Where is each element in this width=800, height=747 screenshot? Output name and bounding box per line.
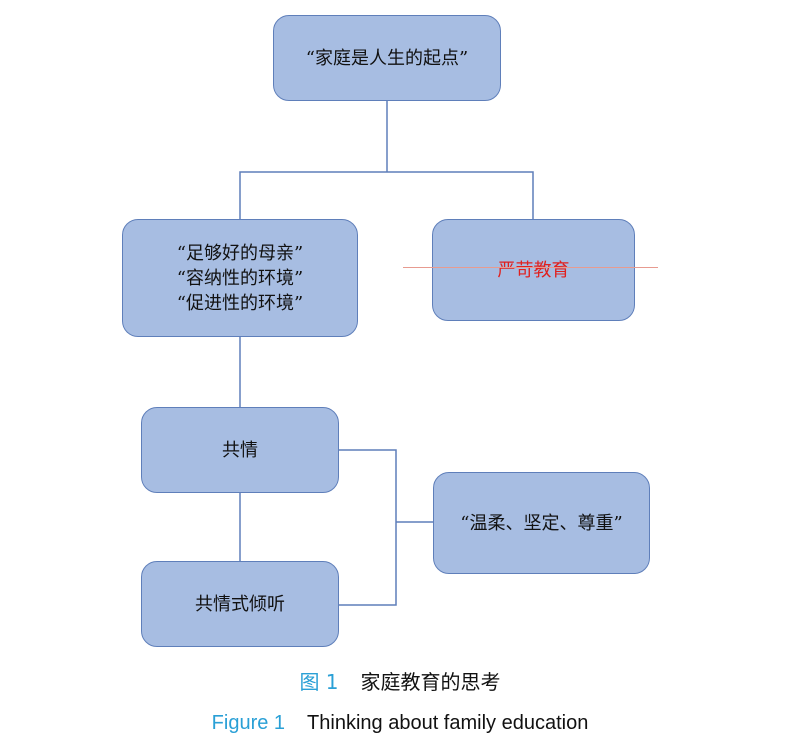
figure-caption-english: Figure 1 Thinking about family education [0,712,800,735]
node-line: 严苛教育 [497,259,570,281]
figure-title-chinese: 家庭教育的思考 [360,670,501,694]
node-strict-education-text: 严苛教育 [498,258,570,283]
figure-title-english: Thinking about family education [307,712,589,734]
node-good-enough-mother-text: “足够好的母亲” “容纳性的环境” “促进性的环境” [177,241,303,316]
node-line: “温柔、坚定、尊重” [460,512,623,534]
node-empathy-text: 共情 [222,438,258,463]
node-empathic-listening: 共情式倾听 [141,561,339,647]
node-line: 共情 [222,439,258,461]
node-family-starting-point-text: “家庭是人生的起点” [306,46,468,71]
figure-label-chinese: 图 1 [299,670,339,694]
node-gentle-firm-respect-text: “温柔、坚定、尊重” [460,511,622,536]
figure-label-english: Figure 1 [211,712,286,734]
figure-caption-chinese: 图 1 家庭教育的思考 [0,666,800,695]
node-good-enough-mother: “足够好的母亲” “容纳性的环境” “促进性的环境” [122,219,358,337]
node-family-starting-point: “家庭是人生的起点” [273,15,501,101]
node-strict-education: 严苛教育 [432,219,635,321]
node-line: 共情式倾听 [195,593,285,615]
connector-bracket [339,449,397,606]
connector-root-branch [239,171,534,219]
node-line: “容纳性的环境” [176,267,304,289]
strike-through-line [403,267,658,268]
node-line: “足够好的母亲” [176,242,304,264]
node-line: “家庭是人生的起点” [305,47,469,69]
node-empathy: 共情 [141,407,339,493]
node-line: “促进性的环境” [176,292,304,314]
node-gentle-firm-respect: “温柔、坚定、尊重” [433,472,650,574]
node-empathic-listening-text: 共情式倾听 [195,592,285,617]
